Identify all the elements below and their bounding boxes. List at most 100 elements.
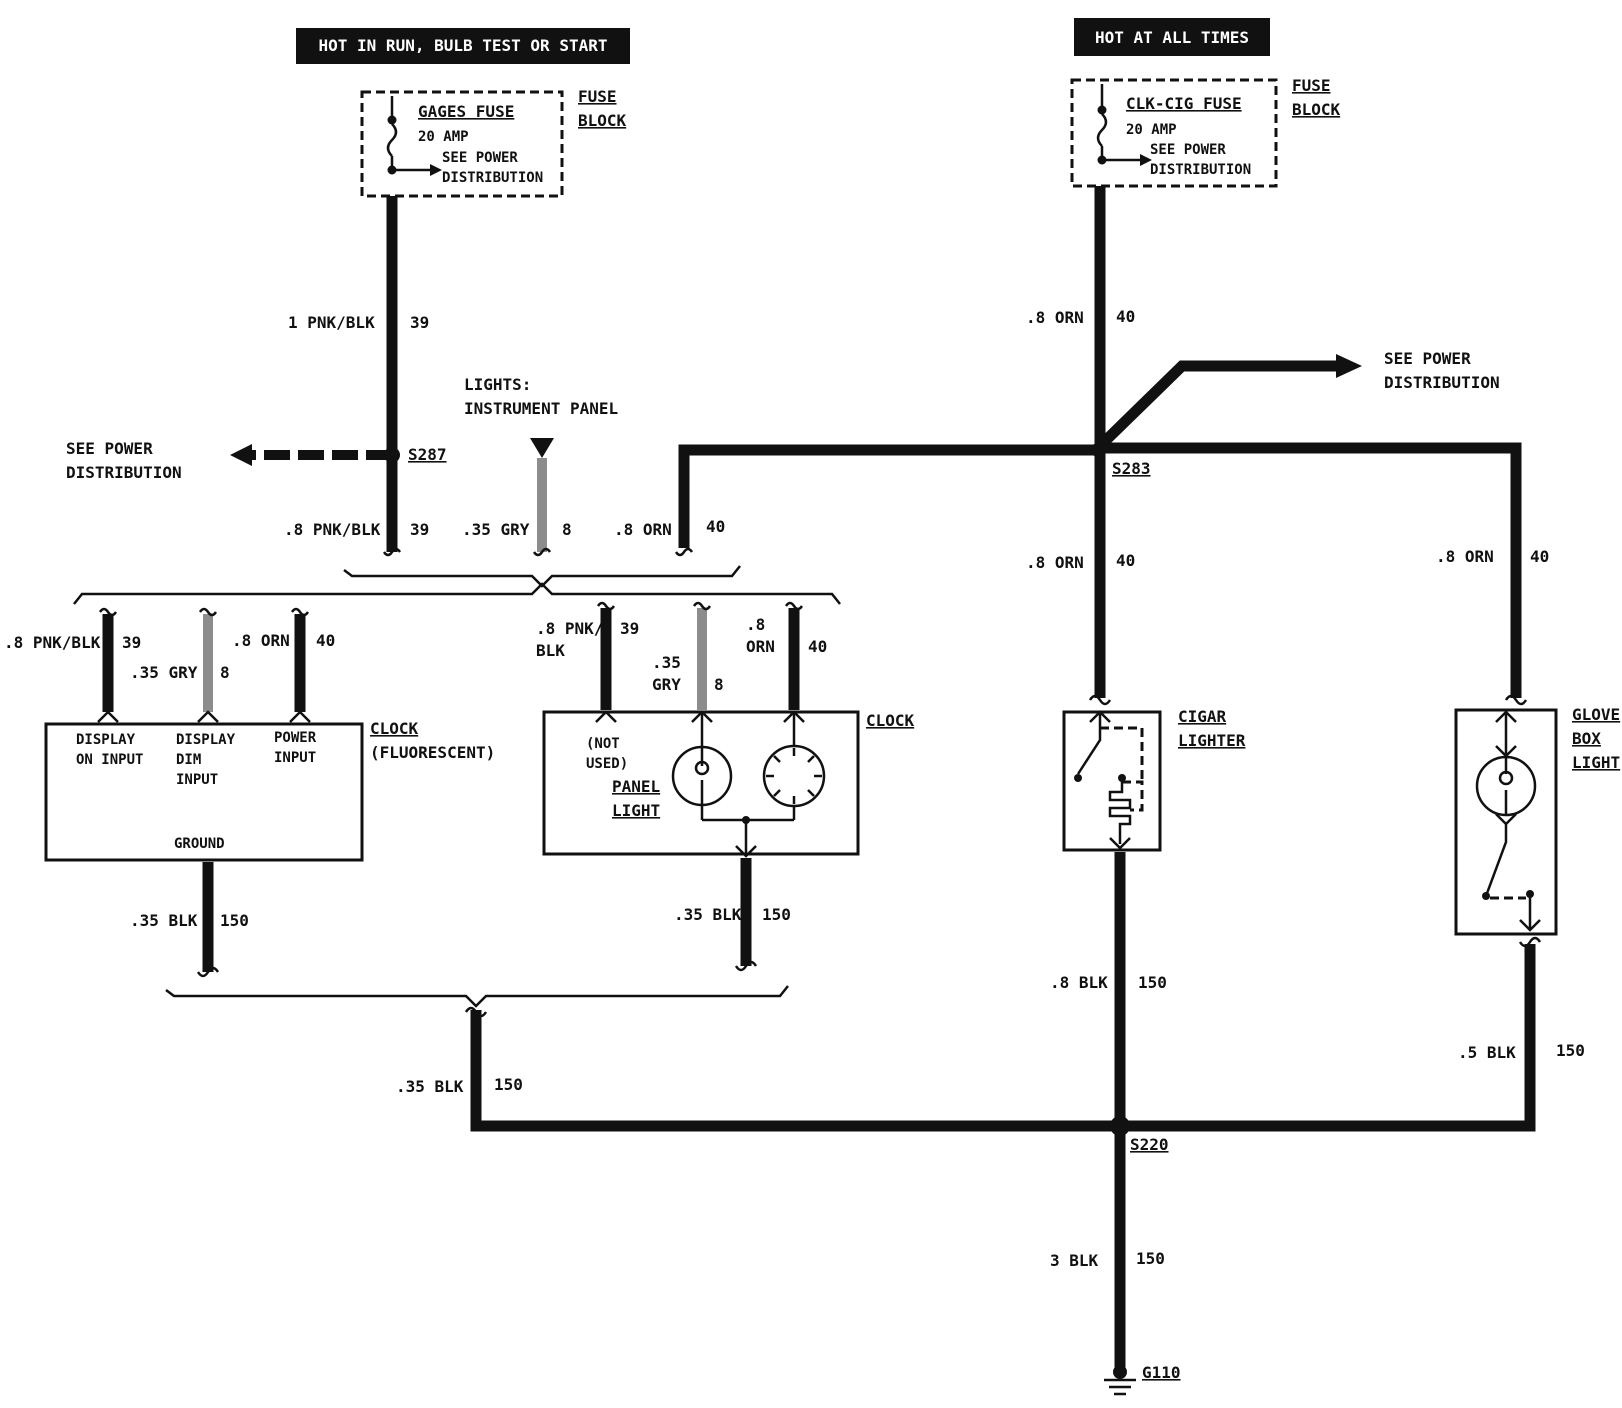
wire-circuit-150-cigar: 150: [1138, 973, 1167, 992]
clock-fluor-pin2-line2: DIM: [176, 752, 201, 768]
clock-fluor-ground-wire: [196, 862, 220, 978]
ground-g110-label: G110: [1142, 1363, 1181, 1382]
fuse-block-right-label1: FUSE: [1292, 76, 1331, 95]
glove-box-label1: GLOVE: [1572, 705, 1620, 724]
wire-label-blk: BLK: [536, 641, 565, 660]
fuse-block-right-label2: BLOCK: [1292, 100, 1341, 119]
power-ref-left-arrow: [230, 444, 392, 466]
header-left: HOT IN RUN, BULB TEST OR START: [296, 28, 630, 64]
cigar-lighter-box: [1062, 710, 1162, 852]
fuse-block-left: GAGES FUSE 20 AMP SEE POWER DISTRIBUTION…: [360, 87, 627, 198]
wire-circuit-40-c: 40: [808, 637, 827, 656]
wire-label-3-blk: 3 BLK: [1050, 1251, 1099, 1270]
wire-label-8-orn-feed: .8 ORN: [1026, 308, 1084, 327]
clock-fluor-ground: GROUND: [174, 836, 225, 852]
wire-circuit-39-d: 39: [620, 619, 639, 638]
power-ref-right-line1: SEE POWER: [1384, 349, 1471, 368]
cigar-lighter-element-icon: [1074, 710, 1144, 850]
clock-wires: [596, 601, 804, 710]
wire-circuit-40-a: 40: [706, 517, 725, 536]
glove-box-label3: LIGHT: [1572, 753, 1620, 772]
clk-cig-fuse-rating: 20 AMP: [1126, 122, 1177, 138]
clock-fluor-pin2-line1: DISPLAY: [176, 732, 236, 748]
clock-not-used-line2: USED): [586, 756, 628, 772]
clk-cig-fuse-label: CLK-CIG FUSE: [1126, 94, 1242, 113]
glove-box-bulb-icon: [1475, 710, 1541, 932]
wire-label-8-pnk-blk-a: .8 PNK/BLK: [284, 520, 381, 539]
connector-glove-bottom: [1518, 936, 1542, 948]
wire-label-35-blk-c: .35 BLK: [396, 1077, 464, 1096]
header-left-text: HOT IN RUN, BULB TEST OR START: [319, 36, 608, 55]
wire-label-8-pnk-blk-b: .8 PNK/BLK: [4, 633, 101, 652]
wire-label-8-orn-b: .8 ORN: [232, 631, 290, 650]
connector-40-top: [674, 547, 694, 557]
wire-label-8-orn-cigar: .8 ORN: [1026, 553, 1084, 572]
clock-dial-icon: [762, 712, 826, 820]
clock-ground-pin: [735, 820, 757, 858]
clock-not-used-line1: (NOT: [586, 736, 620, 752]
wire-label-8-orn-glove: .8 ORN: [1436, 547, 1494, 566]
clock-fluor-pin1-line2: ON INPUT: [76, 752, 143, 768]
harness-brace-ground: [165, 985, 789, 1008]
wire-label-gry: GRY: [652, 675, 681, 694]
wire-circuit-39-a: 39: [410, 313, 429, 332]
wire-label-35-blk-a: .35 BLK: [130, 911, 198, 930]
wire-label-35: .35: [652, 653, 681, 672]
cigar-lighter-label1: CIGAR: [1178, 707, 1227, 726]
wire-circuit-8-b: 8: [220, 663, 230, 682]
wire-circuit-40-feed: 40: [1116, 307, 1135, 326]
wire-label-35-blk-b: .35 BLK: [674, 905, 742, 924]
ground-icon: [1104, 1365, 1136, 1396]
wire-8-gry-feed: [530, 438, 554, 557]
fuse-block-right: CLK-CIG FUSE 20 AMP SEE POWER DISTRIBUTI…: [1070, 76, 1341, 188]
wire-circuit-40-b: 40: [316, 631, 335, 650]
lights-label-line1: LIGHTS:: [464, 375, 531, 394]
splice-s287-label: S287: [408, 445, 447, 464]
wire-circuit-8-c: 8: [714, 675, 724, 694]
wire-label-8-orn-a: .8 ORN: [614, 520, 672, 539]
power-ref-left-line1: SEE POWER: [66, 439, 153, 458]
wire-circuit-150-glove: 150: [1556, 1041, 1585, 1060]
harness-brace-lower: [73, 582, 841, 605]
clock-fluorescent-box: [44, 722, 364, 862]
glove-box-label2: BOX: [1572, 729, 1601, 748]
wire-circuit-150-a: 150: [220, 911, 249, 930]
splice-s220-label: S220: [1130, 1135, 1169, 1154]
connector-150-ground: [464, 1006, 488, 1018]
gages-fuse-label: GAGES FUSE: [418, 102, 514, 121]
clock-fluor-title: CLOCK: [370, 719, 419, 738]
fuse-block-left-label2: BLOCK: [578, 111, 627, 130]
header-right-text: HOT AT ALL TIMES: [1095, 28, 1249, 47]
panel-light-label2: LIGHT: [612, 801, 660, 820]
cigar-lighter-label2: LIGHTER: [1178, 731, 1246, 750]
wire-label-35-gry-a: .35 GRY: [462, 520, 530, 539]
wire-40-to-glove-box: [1096, 442, 1522, 698]
clock-fluor-pin1-line1: DISPLAY: [76, 732, 136, 748]
clock-fluor-pin3-line2: INPUT: [274, 750, 316, 766]
wire-circuit-150-b: 150: [762, 905, 791, 924]
clock-fluor-pin2-line3: INPUT: [176, 772, 218, 788]
clock-ground-wire: [734, 858, 758, 972]
wire-circuit-39-c: 39: [122, 633, 141, 652]
wire-circuit-39-b: 39: [410, 520, 429, 539]
clk-cig-fuse-note1: SEE POWER: [1150, 142, 1226, 158]
gages-fuse-note2: DISTRIBUTION: [442, 170, 543, 186]
clock-fluor-subtitle: (FLUORESCENT): [370, 743, 495, 762]
wire-circuit-8-a: 8: [562, 520, 572, 539]
wire-label-orn: ORN: [746, 637, 775, 656]
wire-circuit-150-c: 150: [494, 1075, 523, 1094]
clock-fluor-pin3-line1: POWER: [274, 730, 317, 746]
wire-label-8: .8: [746, 615, 765, 634]
splice-s283-label: S283: [1112, 459, 1151, 478]
wire-label-8-blk: .8 BLK: [1050, 973, 1108, 992]
fuse-block-left-label1: FUSE: [578, 87, 617, 106]
wire-label-35-gry-b: .35 GRY: [130, 663, 198, 682]
gages-fuse-rating: 20 AMP: [418, 129, 469, 145]
header-right: HOT AT ALL TIMES: [1074, 18, 1270, 56]
power-ref-left-line2: DISTRIBUTION: [66, 463, 182, 482]
connector-cigar-top: [1088, 694, 1112, 706]
clock-fluorescent-wires: [97, 607, 311, 723]
wire-150-ground-bus-left: [470, 1010, 1120, 1132]
clk-cig-fuse-note2: DISTRIBUTION: [1150, 162, 1251, 178]
